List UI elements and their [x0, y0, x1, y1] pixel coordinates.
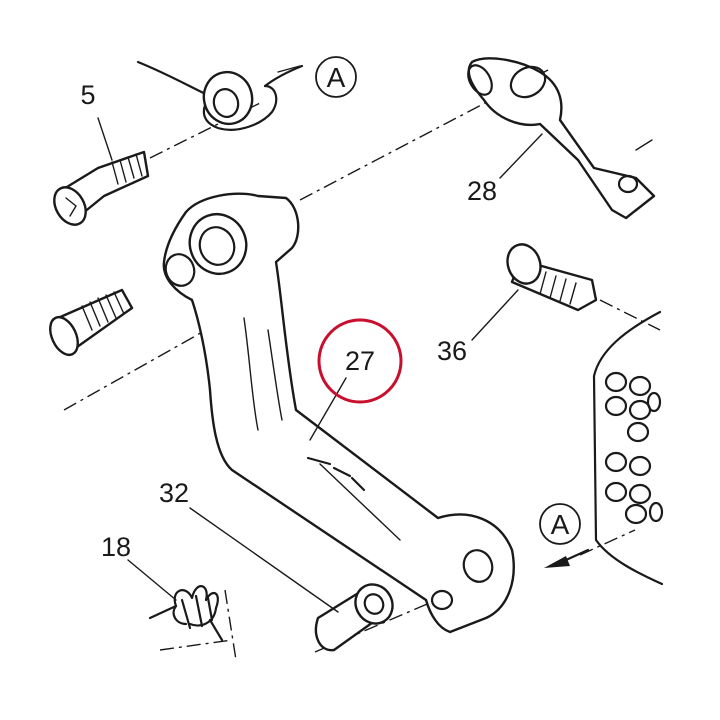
callout-32: 32: [159, 478, 189, 508]
axis-arrow-a: [579, 529, 636, 556]
view-marker-right-circle: [539, 503, 581, 545]
leader-18: [127, 559, 177, 601]
leader-27: [309, 377, 347, 441]
leader-28: [499, 133, 543, 179]
callout-28: 28: [467, 176, 497, 206]
axis-pivot-28: [299, 69, 549, 201]
leader-a-top: [277, 65, 301, 73]
threaded-stud: [49, 288, 134, 357]
leader-5: [97, 117, 113, 161]
pedal-logo-mark: [306, 456, 366, 492]
axis-spring-vertical: [224, 589, 237, 661]
leader-32: [189, 507, 339, 613]
arrow-a-head: [544, 556, 570, 568]
part-28-lever: [467, 57, 656, 220]
pin-32: [314, 583, 394, 652]
callout-18: 18: [101, 532, 131, 562]
leader-36: [471, 289, 519, 341]
view-marker-right: A: [551, 509, 570, 540]
view-marker-top-circle: [315, 56, 357, 98]
axis-bolt-36: [599, 299, 661, 331]
axis-lower-left: [63, 329, 207, 411]
axis-bolt-5: [149, 101, 263, 159]
part-27-gear-pedal: [162, 192, 515, 634]
bolt-36: [506, 243, 598, 312]
engine-case: [592, 310, 664, 586]
highlight-ring-27: [317, 318, 403, 404]
arrow-a-shaft: [564, 548, 590, 562]
callout-36: 36: [437, 336, 467, 366]
spring-18: [148, 585, 224, 642]
bolt-5: [53, 150, 150, 226]
callout-27: 27: [345, 346, 375, 376]
upper-bracket: [136, 60, 304, 131]
callout-5: 5: [80, 80, 95, 110]
view-marker-top: A: [327, 62, 346, 93]
axis-spring-18: [159, 639, 233, 651]
